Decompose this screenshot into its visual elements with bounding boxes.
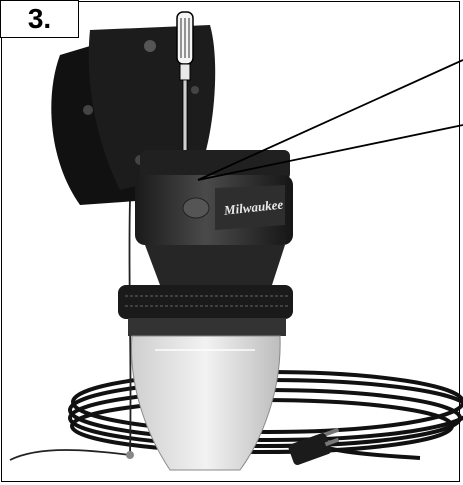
cord-plug: [288, 427, 340, 466]
brand-logo: Milwaukee: [222, 197, 284, 218]
hanging-cable: [9, 199, 132, 461]
lamp-head: Milwaukee: [135, 150, 293, 245]
lamp-lens: [131, 335, 281, 471]
step-number-label: 3.: [0, 0, 79, 38]
callout-lines: [197, 59, 463, 181]
lamp-collar: [118, 245, 293, 336]
